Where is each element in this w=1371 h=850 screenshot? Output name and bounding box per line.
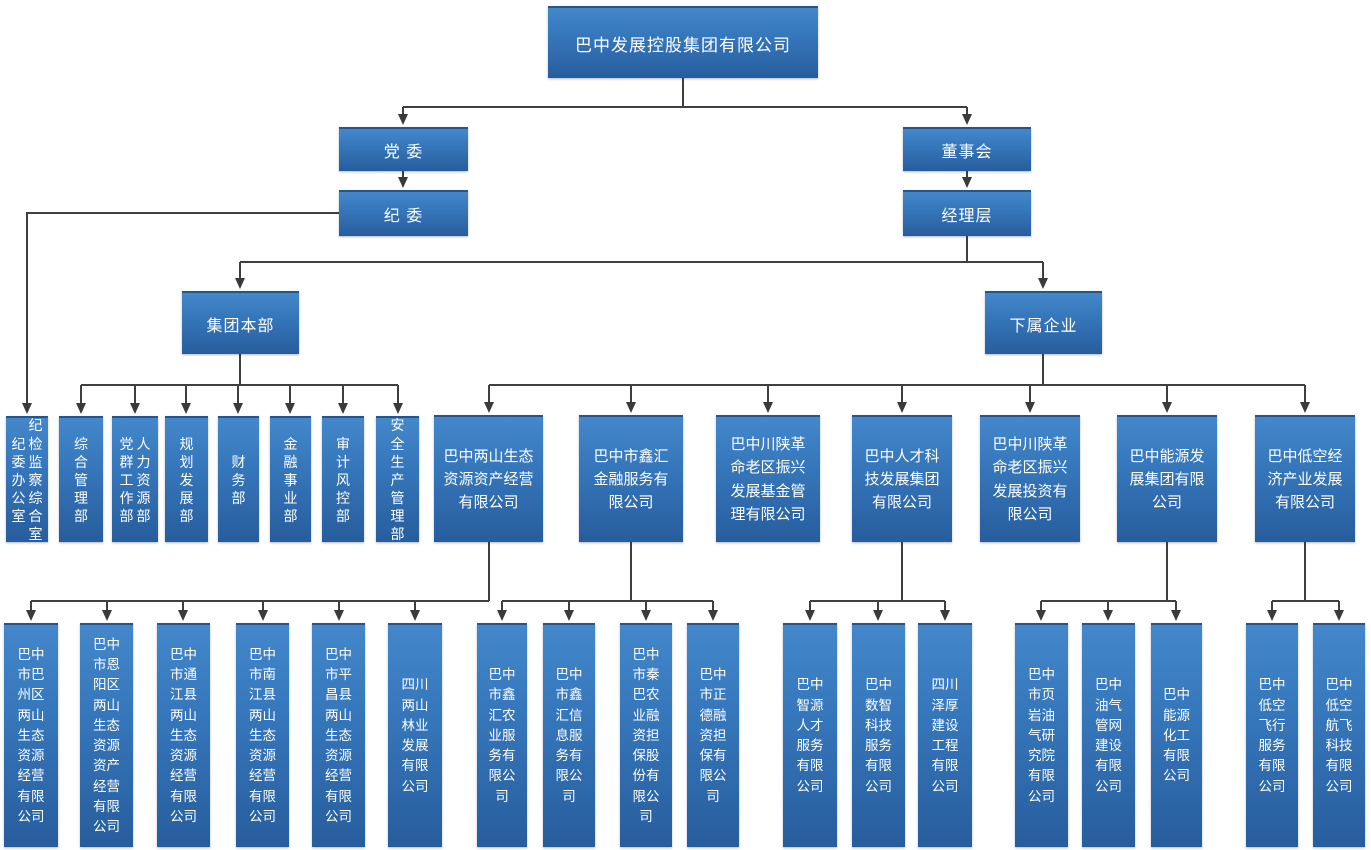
node-sub-talent-tech: 巴中人才科 技发展集团 有限公司: [852, 415, 952, 542]
node-subsub-xinhui-information: 巴中 市鑫 汇信 息服 务有 限公 司: [543, 623, 595, 847]
node-subsub-pingchang-liangshan: 巴中 市平 昌县 两山 生态 资源 经营 有限 公司: [312, 623, 365, 847]
node-management-team: 经理层: [903, 190, 1031, 236]
node-sub-chuanshan-investment: 巴中川陕革 命老区振兴 发展投资有 限公司: [980, 415, 1080, 542]
node-sub-low-altitude-economy: 巴中低空经 济产业发展 有限公司: [1255, 415, 1355, 542]
node-sub-energy-group: 巴中能源发 展集团有限 公司: [1117, 415, 1217, 542]
node-dept-planning-development: 规 划 发 展 部: [165, 416, 208, 542]
node-subsub-zehou-construction: 四川 泽厚 建设 工程 有限 公司: [918, 623, 972, 847]
node-subsub-xinhui-agriculture: 巴中 市鑫 汇农 业服 务有 限公 司: [477, 623, 527, 847]
node-dept-general-management: 综 合 管 理 部: [59, 416, 103, 542]
node-group-root: 巴中发展控股集团有限公司: [548, 6, 818, 78]
node-dept-safety-production: 安 全 生 产 管 理 部: [376, 416, 419, 542]
node-board-of-directors: 董事会: [903, 127, 1031, 171]
node-sub-chuanshan-fund: 巴中川陕革 命老区振兴 发展基金管 理有限公司: [716, 415, 820, 542]
node-subsub-qinba-guarantee: 巴中 市秦 巴农 业融 资担 保股 份有 限公 司: [620, 623, 672, 847]
node-party-committee: 党 委: [339, 127, 468, 171]
node-subsub-low-altitude-flight: 巴中 低空 飞行 服务 有限 公司: [1246, 623, 1298, 847]
node-subsub-bazhou-liangshan: 巴中 市巴 州区 两山 生态 资源 经营 有限 公司: [4, 623, 58, 847]
node-subsub-nanjiang-liangshan: 巴中 市南 江县 两山 生态 资源 经营 有限 公司: [236, 623, 289, 847]
node-subsub-zhengde-guarantee: 巴中 市正 德融 资担 保有 限公 司: [687, 623, 739, 847]
node-discipline-committee: 纪 委: [339, 190, 468, 236]
node-headquarters: 集团本部: [182, 291, 299, 354]
node-dept-audit-risk: 审 计 风 控 部: [322, 416, 364, 542]
node-sub-xinhui-finance: 巴中市鑫汇 金融服务有 限公司: [579, 415, 683, 542]
node-dept-finance: 财 务 部: [218, 416, 259, 542]
node-subsub-enyang-liangshan: 巴中 市恩 阳区 两山 生态 资源 资产 经营 有限 公司: [80, 623, 133, 847]
node-subsub-oilgas-pipeline: 巴中 油气 管网 建设 有限 公司: [1082, 623, 1135, 847]
node-subsub-shale-oilgas-institute: 巴中 市页 岩油 气研 究院 有限 公司: [1015, 623, 1068, 847]
node-subsub-shuzhi-tech: 巴中 数智 科技 服务 有限 公司: [852, 623, 905, 847]
node-subsidiaries-group: 下属企业: [985, 291, 1102, 354]
node-dept-financial-business: 金 融 事 业 部: [270, 416, 311, 542]
node-subsub-sichuan-liangshan-forestry: 四川 两山 林业 发展 有限 公司: [388, 623, 442, 847]
node-subsub-tongjiang-liangshan: 巴中 市通 江县 两山 生态 资源 经营 有限 公司: [157, 623, 210, 847]
node-sub-liangshan-eco: 巴中两山生态 资源资产经营 有限公司: [434, 415, 543, 542]
node-subsub-zhiyuan-talent: 巴中 智源 人才 服务 有限 公司: [783, 623, 837, 847]
node-subsub-low-altitude-hangfei: 巴中 低空 航飞 科技 有限 公司: [1313, 623, 1365, 847]
node-dept-party-hr: 党 群 工 作 部 人 力 资 源 部: [112, 416, 158, 542]
node-subsub-energy-chemical: 巴中 能源 化工 有限 公司: [1151, 623, 1202, 847]
node-discipline-office: 纪 委 办 公 室 纪 检 监 察 综 合 室: [6, 416, 48, 542]
